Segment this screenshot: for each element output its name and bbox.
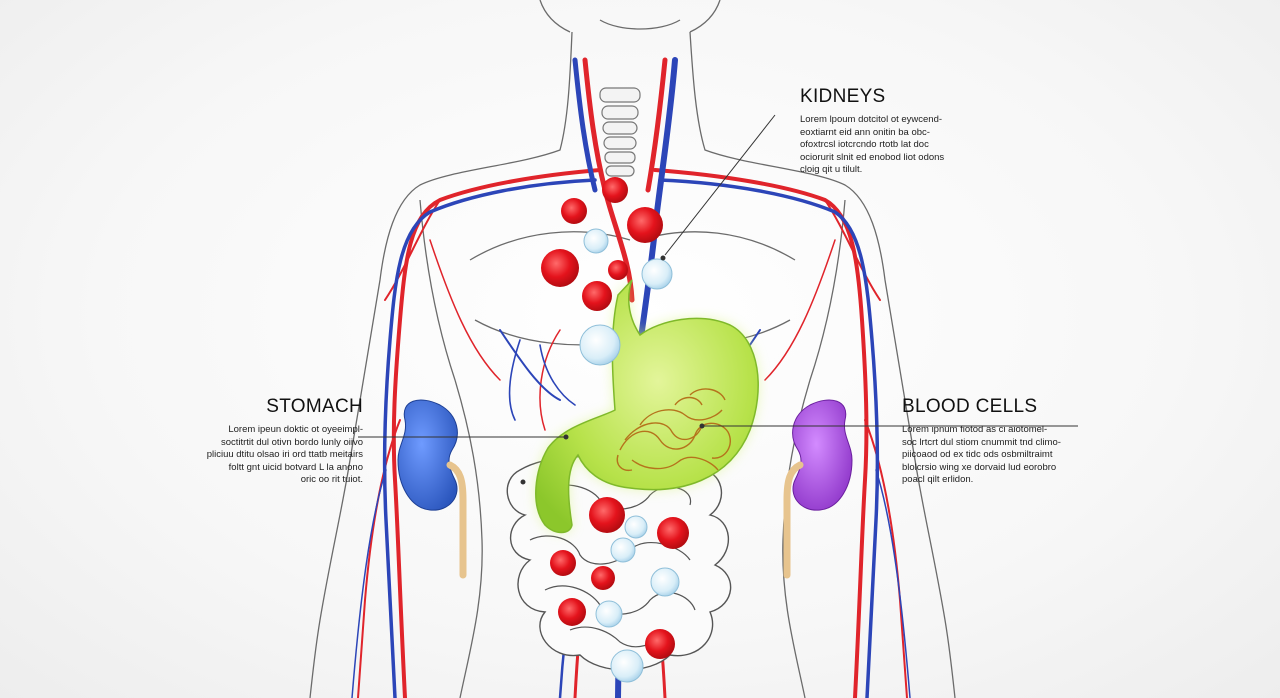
body-outline [309,0,956,698]
kidneys-description: Lorem lpoum dotcitol ot eywcend- eoxtiar… [800,114,945,175]
right-kidney [792,399,853,511]
white-blood-cells [579,228,680,683]
kidneys-label: KIDNEYS Lorem lpoum dotcitol ot eywcend-… [800,86,990,177]
blood-cells [541,177,689,683]
stomach-label: STOMACH Lorem ipeun doktic ot oyeeimpl- … [188,396,363,487]
blood-cells-description: Lorem ipnum fiotod as ci aiotomel- soc l… [902,424,1061,485]
stomach-description: Lorem ipeun doktic ot oyeeimpl- soctitrt… [206,424,363,485]
left-kidney [397,399,458,511]
blood-cells-label: BLOOD CELLS Lorem ipnum fiotod as ci aio… [902,396,1092,487]
leader-lines [358,114,1078,485]
kidneys [397,399,853,579]
kidneys-title: KIDNEYS [800,86,886,107]
blood-cells-title: BLOOD CELLS [902,396,1038,417]
stomach [535,279,759,534]
arteries [357,57,908,698]
stomach-title: STOMACH [266,396,363,417]
red-blood-cells [541,177,689,659]
spine [599,87,641,177]
